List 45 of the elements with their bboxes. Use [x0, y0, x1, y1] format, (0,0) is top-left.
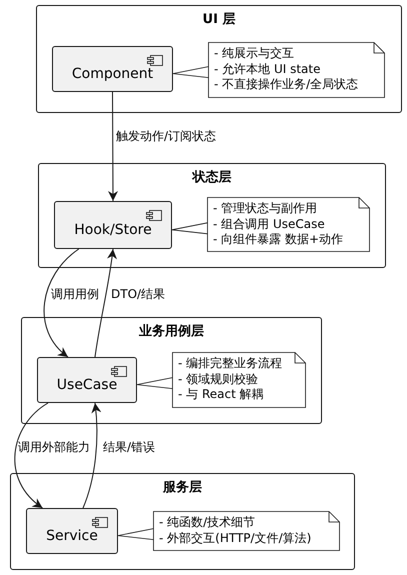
component-box [26, 508, 118, 554]
arrow [44, 248, 80, 358]
package-frame [38, 163, 386, 268]
note-connector [172, 222, 208, 234]
note [172, 352, 306, 408]
note-text: - 允许本地 UI state [214, 62, 322, 77]
package-title: 业务用例层 [139, 323, 204, 340]
edge-label: 调用外部能力 [18, 440, 90, 454]
edge-label: 触发动作/订阅状态 [116, 129, 216, 143]
edge-label: 结果/错误 [103, 440, 156, 454]
component-name: UseCase [56, 377, 118, 393]
note [208, 42, 385, 98]
component-name: Service [46, 528, 98, 544]
note-text: - 组合调用 UseCase [213, 216, 326, 232]
note-text: - 向组件暴露 数据+动作 [213, 232, 344, 248]
note-text: - 纯展示与交互 [214, 46, 296, 62]
component-box [37, 357, 137, 403]
package-frame [10, 473, 355, 570]
note-connector [118, 528, 154, 540]
arrow [14, 402, 48, 508]
edge-label: 调用用例 [51, 287, 99, 301]
package-frame [36, 5, 402, 113]
component-box [54, 201, 172, 249]
note-text: - 管理状态与副作用 [213, 201, 318, 216]
arrow [108, 92, 118, 202]
note-text: - 领域规则校验 [178, 372, 260, 387]
package-frame [21, 317, 322, 424]
note-text: - 外部交互(HTTP/文件/算法) [159, 530, 312, 546]
component-name: Hook/Store [74, 222, 152, 238]
arrow [94, 248, 117, 358]
arrow [82, 402, 102, 508]
component-box [52, 46, 173, 92]
note-text: - 纯函数/技术细节 [159, 515, 256, 530]
edge-label: DTO/结果 [111, 287, 166, 301]
note-text: - 编排完整业务流程 [178, 356, 284, 372]
package-title: 状态层 [192, 169, 232, 186]
note-connector [136, 377, 173, 389]
component-name: Component [72, 66, 154, 82]
note [207, 197, 370, 252]
note [153, 511, 340, 551]
note-text: - 不直接操作业务/全局状态 [214, 77, 360, 92]
package-title: UI 层 [202, 11, 236, 28]
note-connector [172, 66, 209, 78]
note-text: - 与 React 解耦 [178, 387, 265, 402]
package-title: 服务层 [163, 479, 202, 496]
